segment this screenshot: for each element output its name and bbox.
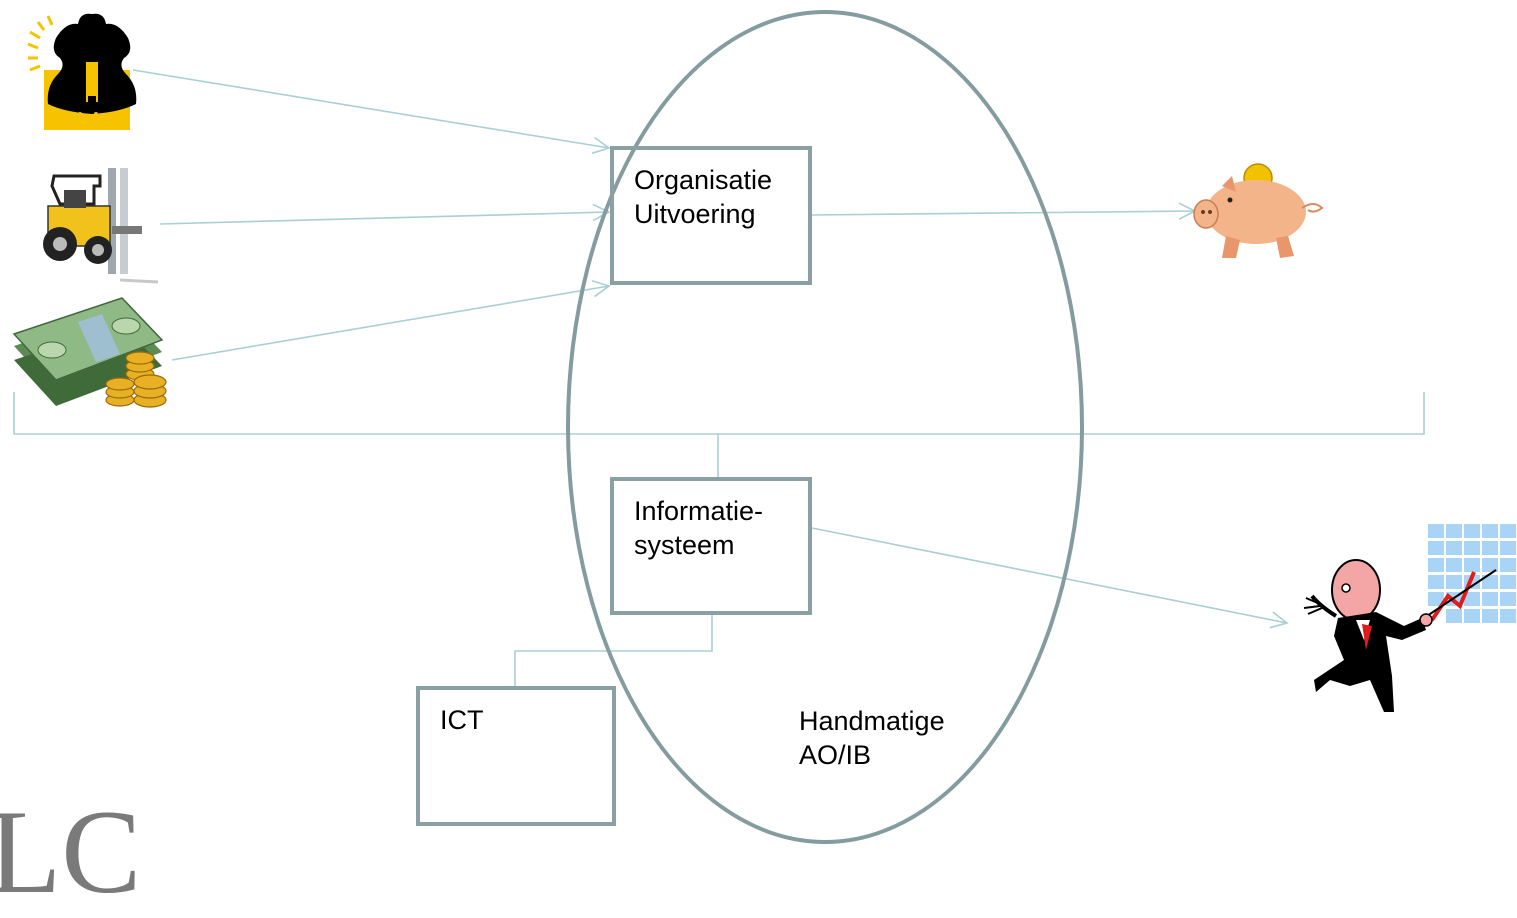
connector-forklift-organisatie: [159, 203, 611, 225]
logo: LC: [0, 785, 142, 918]
presenter-chart-icon: [1303, 524, 1516, 712]
connector-money-organisatie: [171, 280, 611, 361]
handmatige-line2: AO/IB: [799, 740, 872, 770]
ict-label: ICT: [440, 705, 484, 735]
informatiesysteem-line2: systeem: [634, 530, 735, 560]
diagram-canvas: [12, 13, 1516, 712]
informatiesysteem-line1: Informatie-: [634, 496, 764, 526]
informatiesysteem-box: [610, 477, 812, 615]
organisatie-label: Organisatie Uitvoering: [634, 163, 772, 231]
forklift-icon: [43, 168, 159, 284]
money-icon: [12, 297, 167, 408]
organisatie-line2: Uitvoering: [634, 199, 756, 229]
handmatige-ao-ib-label: Handmatige AO/IB: [799, 704, 945, 772]
worker-icon: [27, 13, 137, 130]
handmatige-line1: Handmatige: [799, 706, 945, 736]
piggy-bank-icon: [1193, 163, 1324, 258]
connector-worker-organisatie: [132, 69, 611, 155]
organisatie-uitvoering-box: [610, 146, 812, 285]
informatiesysteem-label: Informatie- systeem: [634, 494, 763, 562]
ict-box: [416, 686, 616, 826]
organisatie-line1: Organisatie: [634, 165, 773, 195]
